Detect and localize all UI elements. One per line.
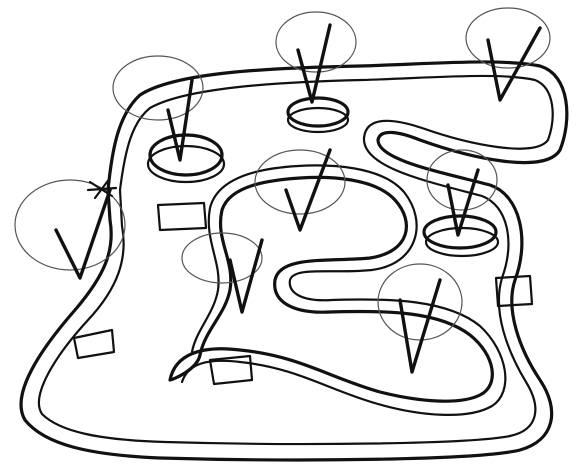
sketch-drawing [0, 0, 585, 472]
